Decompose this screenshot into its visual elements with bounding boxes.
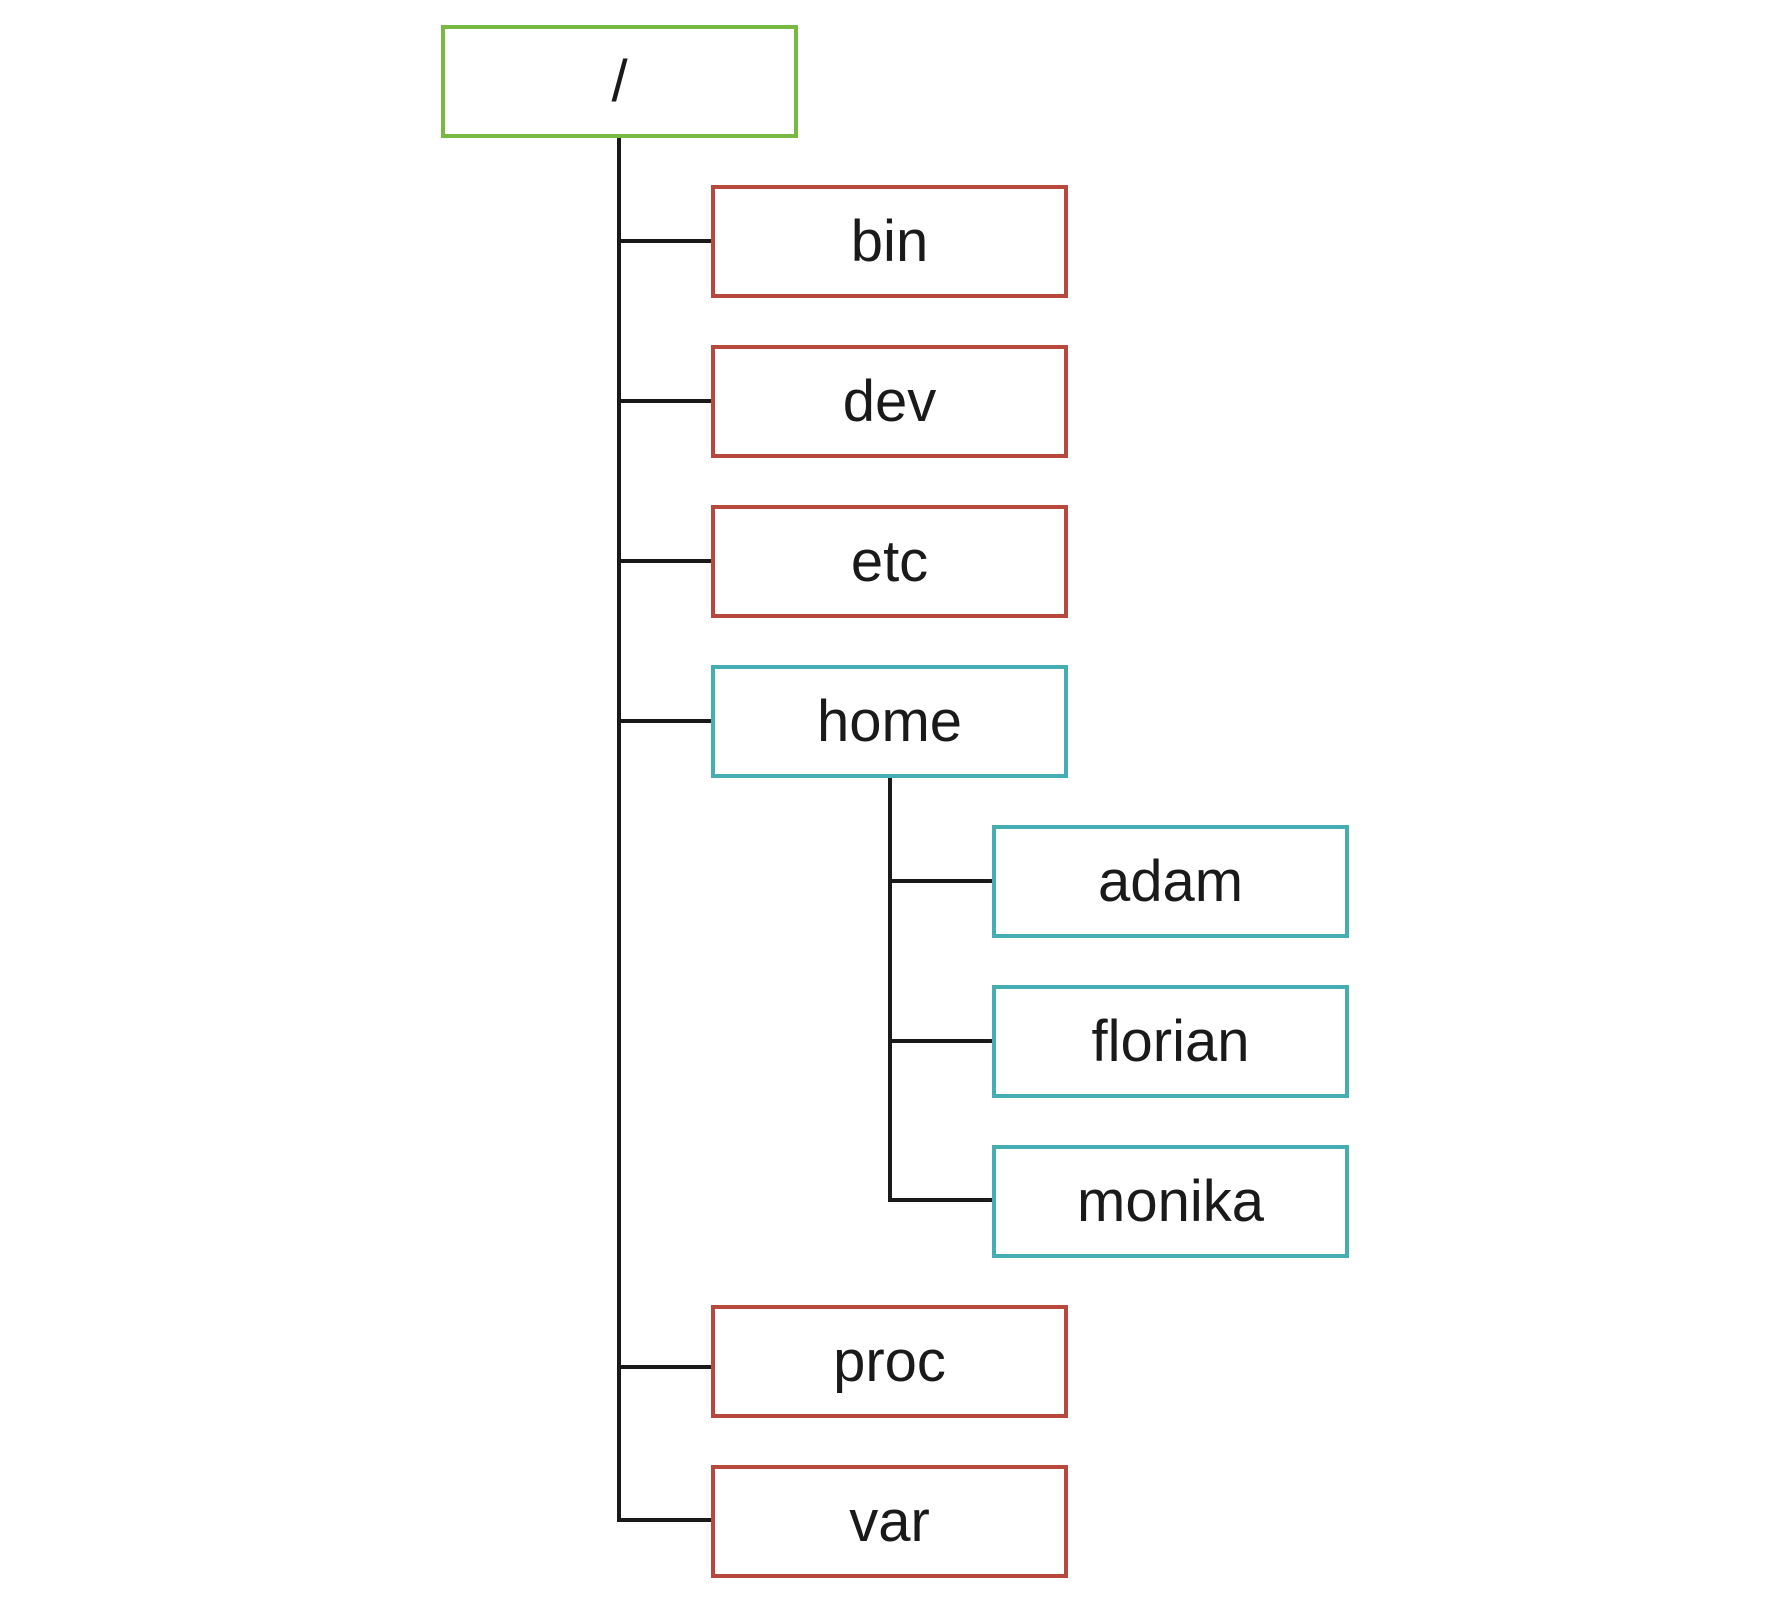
directory-node-var: var — [711, 1465, 1068, 1578]
connector-etc — [617, 559, 711, 563]
directory-node-florian: florian — [992, 985, 1349, 1098]
directory-node-monika: monika — [992, 1145, 1349, 1258]
directory-label-var: var — [849, 1488, 930, 1554]
directory-node-etc: etc — [711, 505, 1068, 618]
connector-var — [617, 1518, 711, 1522]
directory-label-home: home — [816, 688, 963, 754]
connector-home — [617, 719, 711, 723]
connector-florian — [888, 1039, 992, 1043]
directory-label-bin: bin — [850, 208, 929, 274]
connector-adam — [888, 879, 992, 883]
connector-proc — [617, 1365, 711, 1369]
directory-label-etc: etc — [850, 528, 929, 594]
directory-label-florian: florian — [1091, 1008, 1250, 1074]
directory-node-proc: proc — [711, 1305, 1068, 1418]
directory-label-monika: monika — [1077, 1168, 1264, 1234]
root-directory-label: / — [611, 48, 628, 114]
directory-label-dev: dev — [842, 368, 937, 434]
directory-node-adam: adam — [992, 825, 1349, 938]
root-trunk-line — [617, 138, 621, 1520]
connector-monika — [888, 1198, 992, 1202]
root-directory-node: / — [441, 25, 798, 138]
connector-dev — [617, 399, 711, 403]
directory-node-bin: bin — [711, 185, 1068, 298]
directory-node-home: home — [711, 665, 1068, 778]
directory-label-adam: adam — [1097, 848, 1244, 914]
directory-node-dev: dev — [711, 345, 1068, 458]
home-trunk-line — [888, 778, 892, 1202]
directory-label-proc: proc — [833, 1328, 946, 1394]
connector-bin — [617, 239, 711, 243]
